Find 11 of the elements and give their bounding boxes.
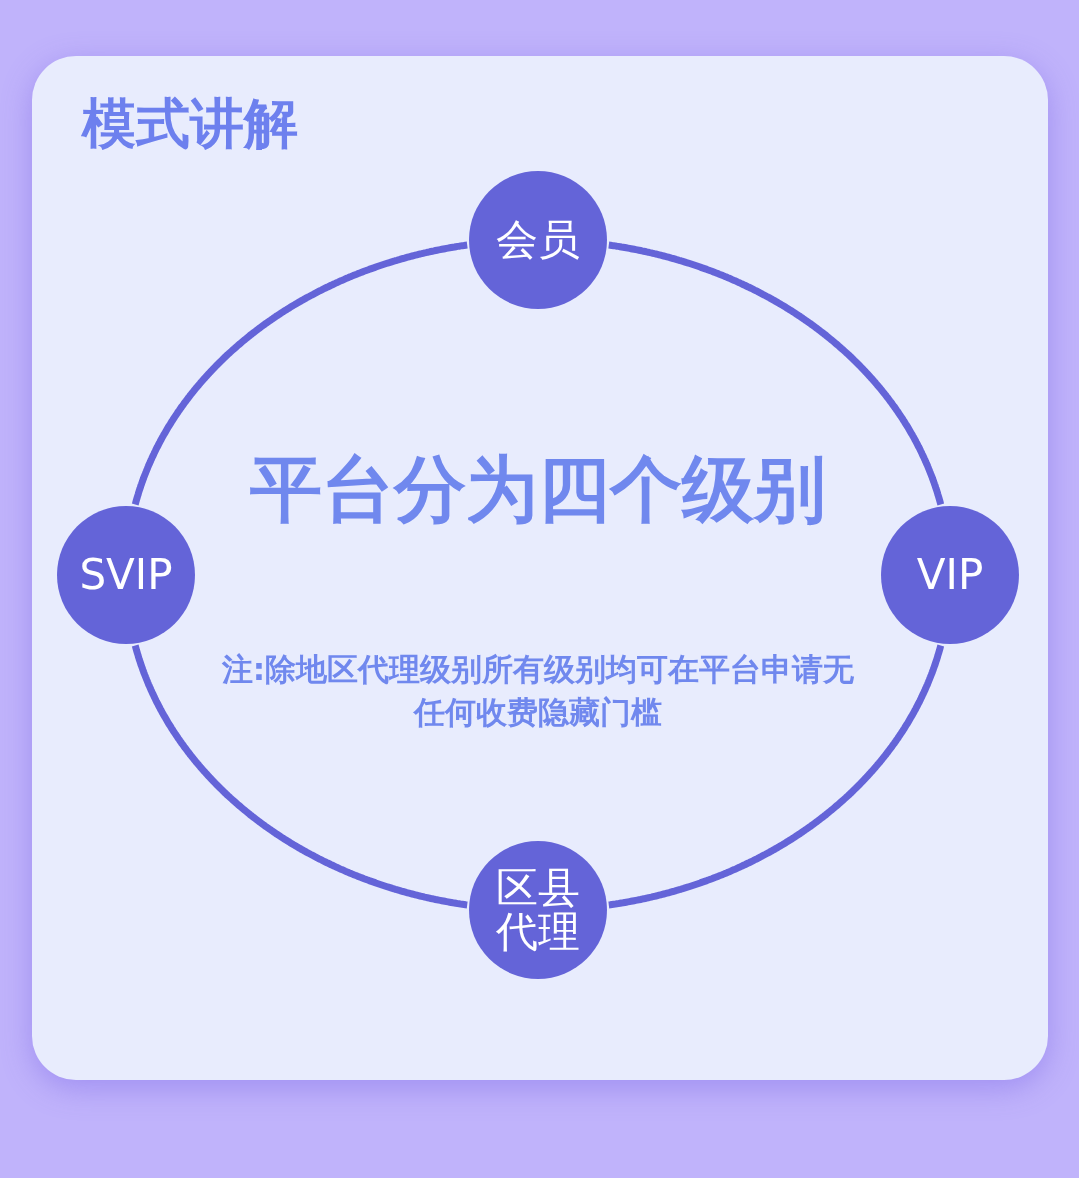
heading: 模式讲解 bbox=[82, 92, 298, 157]
ring-arc bbox=[131, 241, 470, 507]
level-circle: SVIP bbox=[57, 506, 195, 644]
ring-arc bbox=[606, 643, 945, 909]
level-circle: VIP bbox=[881, 506, 1019, 644]
ring-arc bbox=[131, 643, 470, 909]
headline-text: 平台分为四个级别 bbox=[249, 446, 827, 533]
level-circle: 会员 bbox=[469, 171, 607, 309]
level-circle: 区县代理 bbox=[469, 841, 607, 979]
note-text: 注:除地区代理级别所有级别均可在平台申请无任何收费隐藏门槛 bbox=[220, 650, 856, 733]
ring-arc bbox=[606, 241, 945, 507]
